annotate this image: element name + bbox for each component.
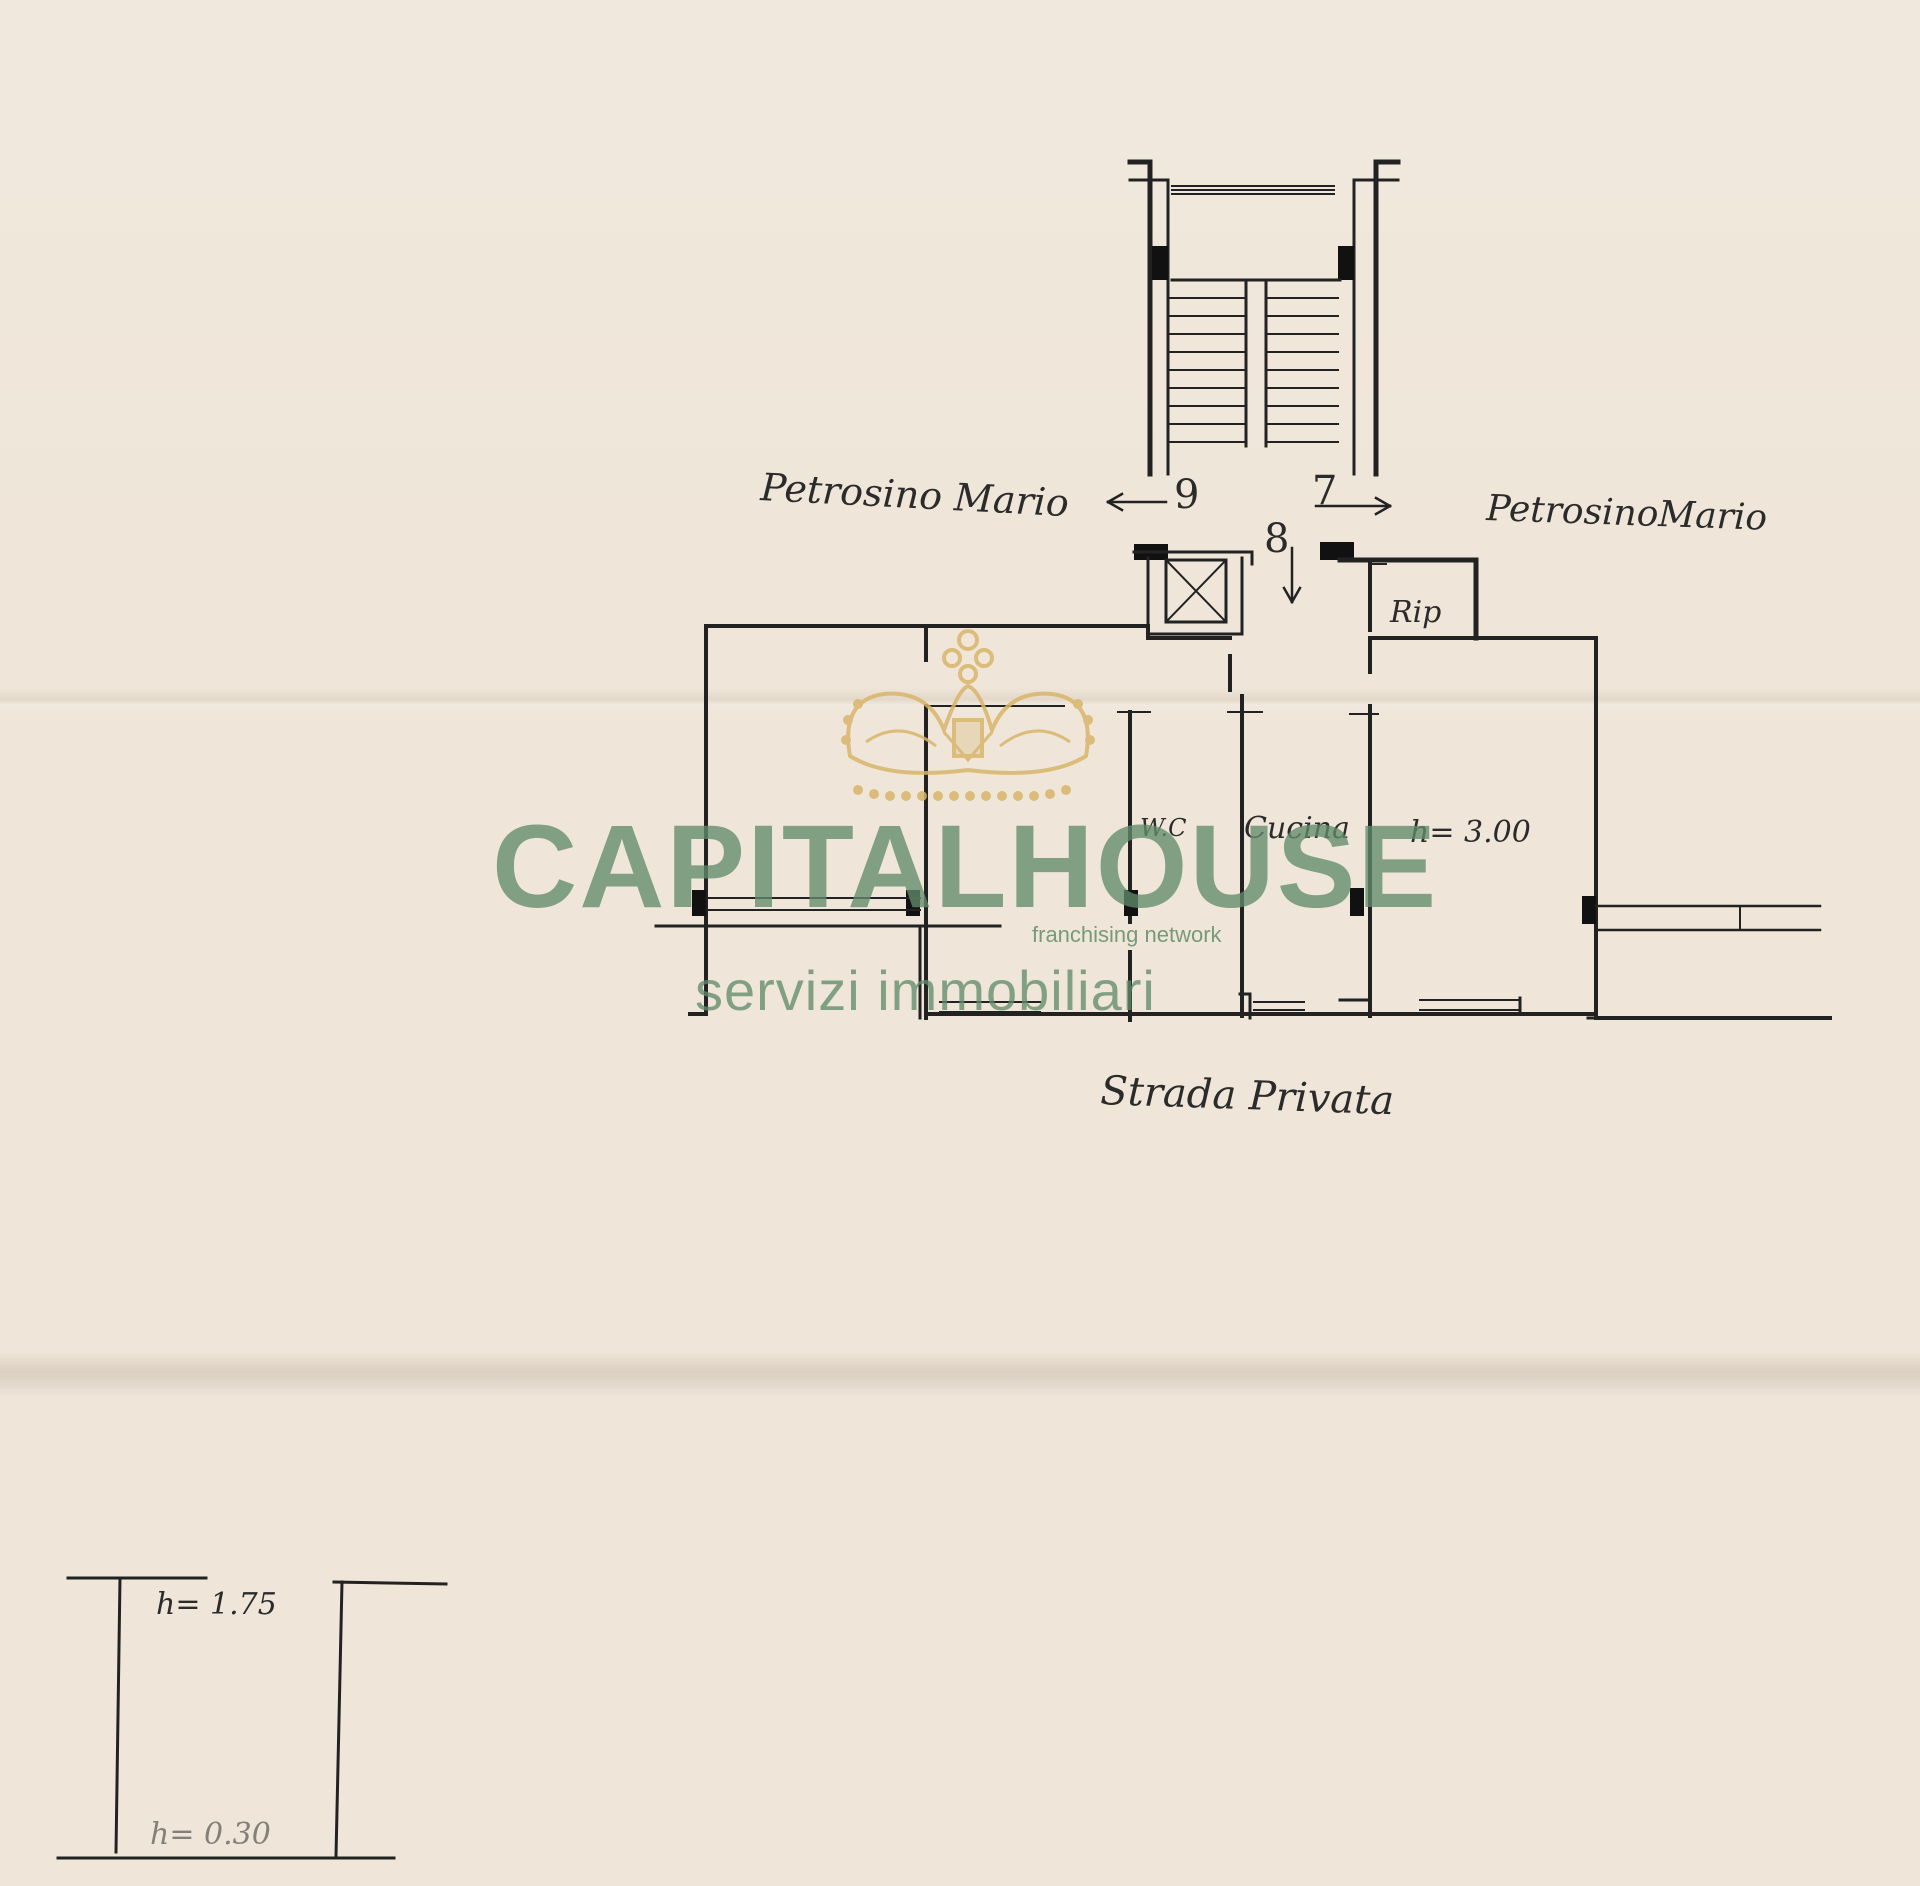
neighbor-right-label: PetrosinoMario bbox=[1485, 488, 1768, 539]
ripostiglio bbox=[1320, 542, 1479, 641]
crown-beads bbox=[841, 699, 1095, 801]
stair-treads-left bbox=[1167, 297, 1247, 443]
stair-number-middle: 8 bbox=[1264, 516, 1289, 562]
watermark-services: servizi immobiliari bbox=[695, 959, 1156, 1022]
watermark-brand: CAPITALHOUSE bbox=[492, 801, 1439, 933]
room-label-cucina: Cucina bbox=[1244, 811, 1350, 846]
landing-arrows bbox=[1106, 492, 1392, 604]
neighbor-left-label: Petrosino Mario bbox=[759, 465, 1070, 525]
section-height-top: h= 1.75 bbox=[156, 1587, 277, 1622]
stair-number-left: 9 bbox=[1174, 472, 1199, 518]
crown-logo bbox=[841, 629, 1095, 801]
street-label: Strada Privata bbox=[1100, 1068, 1395, 1124]
section-height-bottom: h= 0.30 bbox=[150, 1817, 271, 1852]
lift-shaft bbox=[1132, 544, 1254, 636]
interior-partitions bbox=[924, 624, 1379, 1022]
stair-treads-right bbox=[1265, 297, 1339, 443]
section-detail bbox=[56, 1576, 448, 1860]
stairwell bbox=[1127, 159, 1401, 477]
room-label-wc: W.C bbox=[1140, 814, 1186, 842]
facade-windows bbox=[654, 888, 1822, 1020]
paper-fold-lower bbox=[0, 1352, 1920, 1398]
watermark-tagline: franchising network bbox=[1032, 922, 1222, 947]
handwritten-labels: Petrosino Mario PetrosinoMario 9 8 7 Rip… bbox=[150, 465, 1768, 1852]
room-label-rip: Rip bbox=[1389, 595, 1441, 630]
height-label-main: h= 3.00 bbox=[1410, 815, 1531, 850]
stair-number-right: 7 bbox=[1312, 468, 1337, 514]
